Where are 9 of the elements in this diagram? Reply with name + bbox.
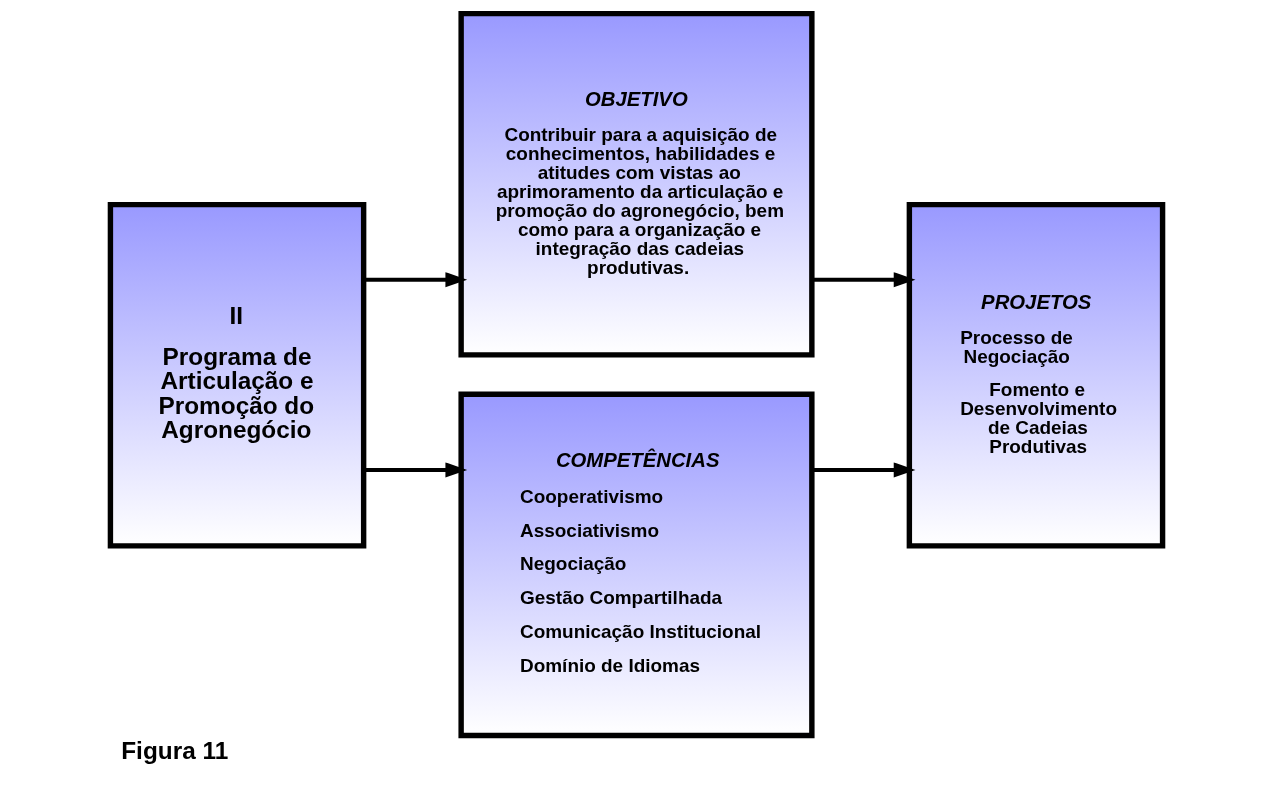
node-box: PROJETOS Processo de Negociação Fomento e Desenvolvimento de Cadeias Produtivas (906, 201, 1165, 549)
node-box: OBJETIVO Contribuir para a aquisição de conhecimentos, habilidades e atitudes com vistas ao aprimoramento da articulação e promoção do agronegócio, bem como para a organização e integração das cadeias produtivas. (457, 10, 815, 358)
node-box: COMPETÊNCIAS Cooperativismo Associativismo Negociação Gestão Compartilhada Comunicação Institucional Domínio de Idiomas (457, 391, 815, 739)
node-box: II Programa de Articulação e Promoção do Agronegócio (107, 201, 366, 549)
arrow (363, 462, 467, 478)
arrow (811, 462, 915, 478)
arrow (363, 272, 467, 288)
caption: Figura 11 (120, 736, 228, 764)
arrow (811, 272, 915, 288)
